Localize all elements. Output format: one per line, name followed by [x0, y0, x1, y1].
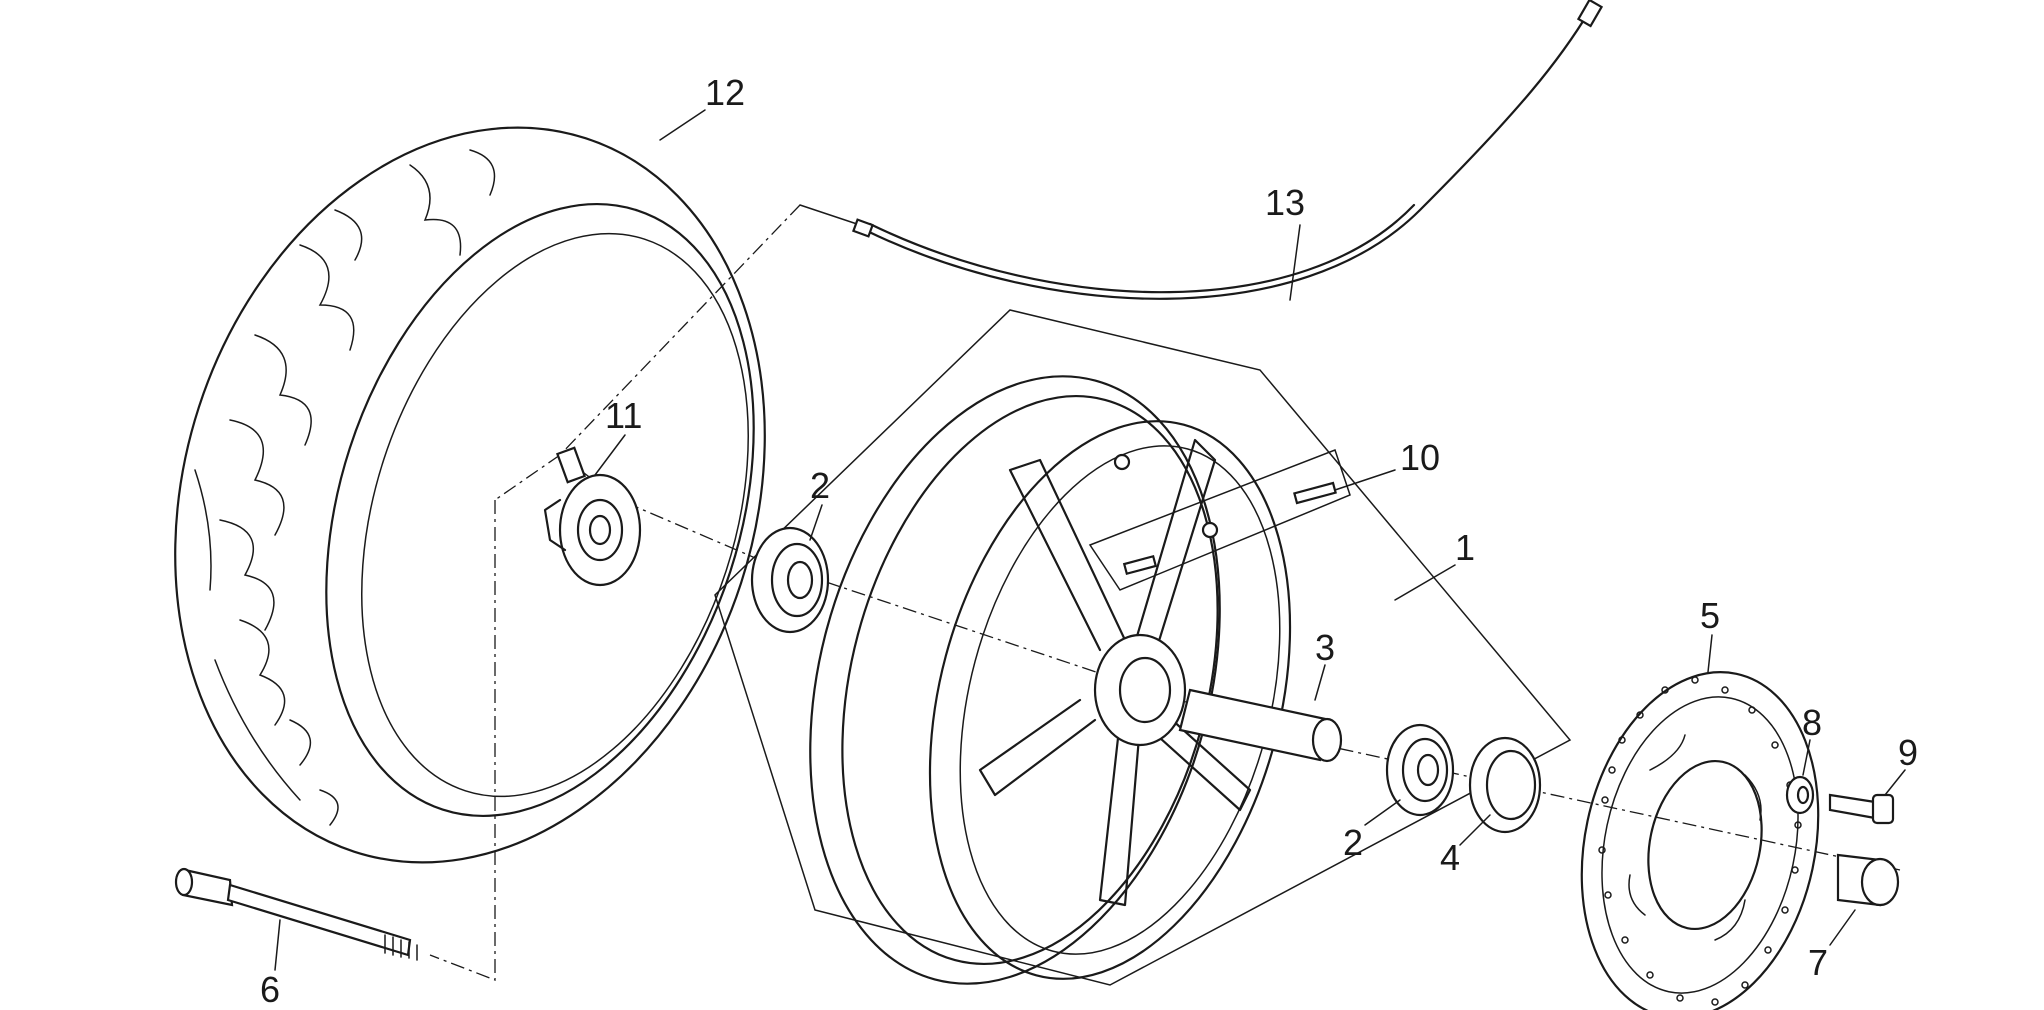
- callout-label-8: 8: [1802, 702, 1822, 743]
- brake-disc-part-5: [1580, 671, 1820, 1010]
- callout-label-13: 13: [1265, 182, 1305, 223]
- spacer-part-3: [1178, 688, 1343, 763]
- callout-leader-lines: [274, 109, 1906, 971]
- callout-label-3: 3: [1315, 627, 1335, 668]
- spacer-part-7: [1836, 853, 1900, 907]
- axle-part-6: [174, 867, 418, 961]
- callout-label-4: 4: [1440, 837, 1460, 878]
- washer-part-8: [1785, 775, 1815, 815]
- tire-part-12: [174, 126, 766, 864]
- callout-label-5: 5: [1700, 595, 1720, 636]
- callout-label-2-right: 2: [1343, 822, 1363, 863]
- callout-label-11: 11: [605, 395, 642, 436]
- assembly-outline-part-1: [714, 309, 1572, 986]
- callout-label-12: 12: [705, 72, 745, 113]
- callout-label-2-left: 2: [810, 465, 830, 506]
- callout-label-1: 1: [1455, 527, 1475, 568]
- screw-part-10: [1088, 449, 1351, 591]
- speedometer-cable-part-13: [852, 0, 1604, 300]
- callout-label-7: 7: [1808, 942, 1828, 983]
- callout-label-9: 9: [1898, 732, 1918, 773]
- callout-label-6: 6: [260, 969, 280, 1010]
- rim-part-1: [809, 375, 1292, 985]
- assembly-axis-lines: [429, 204, 1901, 981]
- bearing-part-2-right: [1385, 723, 1455, 817]
- bearing-part-2-left: [750, 526, 830, 634]
- speedometer-drive-part-11: [543, 446, 642, 587]
- callout-labels: 12 13 11 10 2 1 3 5 8 9 2 4 7 6: [260, 72, 1918, 1010]
- seal-part-4: [1468, 736, 1542, 834]
- bolt-part-9: [1828, 793, 1895, 825]
- callout-label-10: 10: [1400, 437, 1440, 478]
